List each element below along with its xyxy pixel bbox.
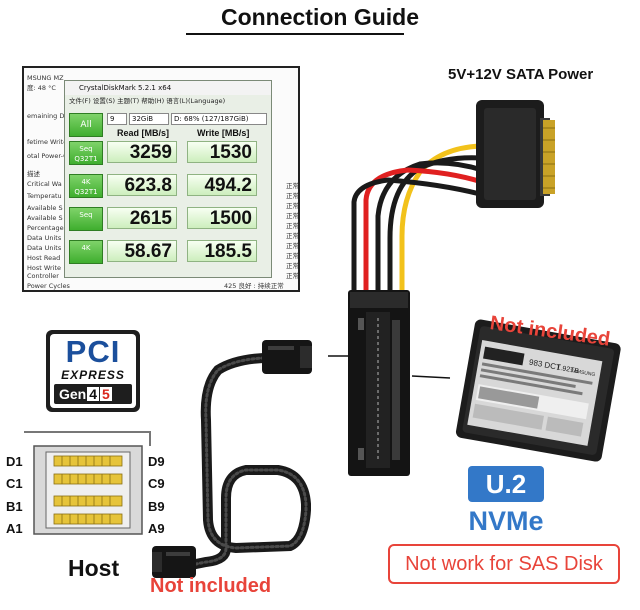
smart-status-line: 正常 — [286, 212, 299, 220]
smart-info-line: MSUNG MZ — [27, 74, 64, 82]
smart-status-line: 正常 — [286, 222, 299, 230]
size-select: 32GiB — [129, 113, 169, 125]
write-header: Write [MB/s] — [197, 128, 250, 138]
smart-info-line: fetime Write — [27, 138, 68, 146]
smart-info-line: Data Units — [27, 244, 62, 252]
smart-info-line: Host Read — [27, 254, 61, 262]
write-value: 1530 — [187, 141, 257, 163]
host-label: Host — [68, 555, 120, 581]
smart-footer: 425 良好 : 持续正常 — [224, 282, 284, 290]
smart-info-line: 描述 — [27, 170, 40, 178]
pin-label-b1: B1 — [6, 499, 23, 514]
sata-power-wires — [351, 143, 485, 301]
pci-logo-text: PCI — [65, 334, 121, 369]
gen-number-b: 5 — [100, 386, 112, 402]
pin-row-d — [53, 455, 123, 467]
nvme-label: NVMe — [468, 506, 544, 536]
smart-status-line: 正常 — [286, 252, 299, 260]
smart-info-line: otal Power-O — [27, 152, 69, 160]
read-value: 3259 — [107, 141, 177, 163]
write-value: 1500 — [187, 207, 257, 229]
black-wire-2 — [375, 160, 485, 301]
window-title: CrystalDiskMark 5.2.1 x64 — [65, 81, 271, 95]
test-row-button: Seq — [69, 207, 103, 231]
smart-status-line: 正常 — [286, 242, 299, 250]
title-underline — [186, 33, 404, 35]
smart-info-line: Critical Wa — [27, 180, 62, 188]
pin-row-b — [53, 495, 123, 507]
smart-status-line: 正常 — [286, 272, 299, 280]
pin-label-d9: D9 — [148, 454, 165, 469]
write-value: 494.2 — [187, 174, 257, 196]
pin-row-a — [53, 513, 123, 525]
pin-label-b9: B9 — [148, 499, 165, 514]
pin-label-a1: A1 — [6, 521, 23, 536]
count-select: 9 — [107, 113, 127, 125]
ssd-brand-text: SAMSUNG — [570, 368, 596, 378]
sata-power-connector — [476, 100, 555, 208]
smart-info-line: Data Units — [27, 234, 62, 242]
u2-badge: U.2 — [468, 466, 544, 502]
gen-prefix: Gen — [59, 386, 87, 402]
slimsas-cable — [152, 340, 312, 578]
sata-power-label: 5V+12V SATA Power — [448, 66, 594, 83]
cable-not-included-label: Not included — [150, 575, 272, 597]
black-wire-1 — [387, 155, 485, 301]
u2-adapter-board — [348, 290, 410, 476]
smart-info-line: emaining Di — [27, 112, 67, 120]
all-button: All — [69, 113, 103, 137]
drive-select: D: 68% (127/187GiB) — [171, 113, 267, 125]
black-wire-3 — [351, 177, 483, 299]
pin-label-d1: D1 — [6, 454, 23, 469]
smart-info-line: Power Cycles — [27, 282, 70, 290]
page-title: Connection Guide — [220, 4, 420, 30]
crystaldiskmark-window: CrystalDiskMark 5.2.1 x64 文件(F) 设置(S) 主题… — [64, 80, 272, 278]
read-value: 58.67 — [107, 240, 177, 262]
smart-info-line: Controller — [27, 272, 59, 280]
gen-number-a: 4 — [87, 386, 100, 402]
express-logo-text: EXPRESS — [61, 368, 125, 382]
read-header: Read [MB/s] — [117, 128, 170, 138]
pin-label-c9: C9 — [148, 476, 165, 491]
red-wire — [363, 167, 485, 301]
write-value: 185.5 — [187, 240, 257, 262]
read-value: 2615 — [107, 207, 177, 229]
host-connector — [24, 431, 151, 535]
read-value: 623.8 — [107, 174, 177, 196]
smart-status-line: 正常 — [286, 262, 299, 270]
smart-status-line: 正常 — [286, 182, 299, 190]
pin-label-c1: C1 — [6, 476, 23, 491]
pin-label-a9: A9 — [148, 521, 165, 536]
test-row-button: 4K — [69, 240, 103, 264]
smart-info-line: Percentage — [27, 224, 64, 232]
smart-status-line: 正常 — [286, 232, 299, 240]
test-row-button: Seq Q32T1 — [69, 141, 103, 165]
smart-info-line: Temperatu — [27, 192, 62, 200]
menu-bar: 文件(F) 设置(S) 主题(T) 帮助(H) 语言(L)(Language) — [69, 97, 226, 105]
smart-info-line: Host Write — [27, 264, 62, 272]
smart-info-line: Available S — [27, 204, 63, 212]
smart-info-line: 度: 48 °C — [27, 84, 56, 92]
sas-warning: Not work for SAS Disk — [388, 544, 620, 584]
test-row-button: 4K Q32T1 — [69, 174, 103, 198]
ssd-capacity-text: 1.92TB — [556, 364, 580, 375]
smart-status-line: 正常 — [286, 192, 299, 200]
pin-row-c — [53, 473, 123, 485]
ssd-pointer-line — [411, 375, 451, 379]
u2-ssd: 983 DCT 1.92TB SAMSUNG — [455, 319, 621, 462]
smart-info-line: Available S — [27, 214, 63, 222]
smart-status-line: 正常 — [286, 202, 299, 210]
